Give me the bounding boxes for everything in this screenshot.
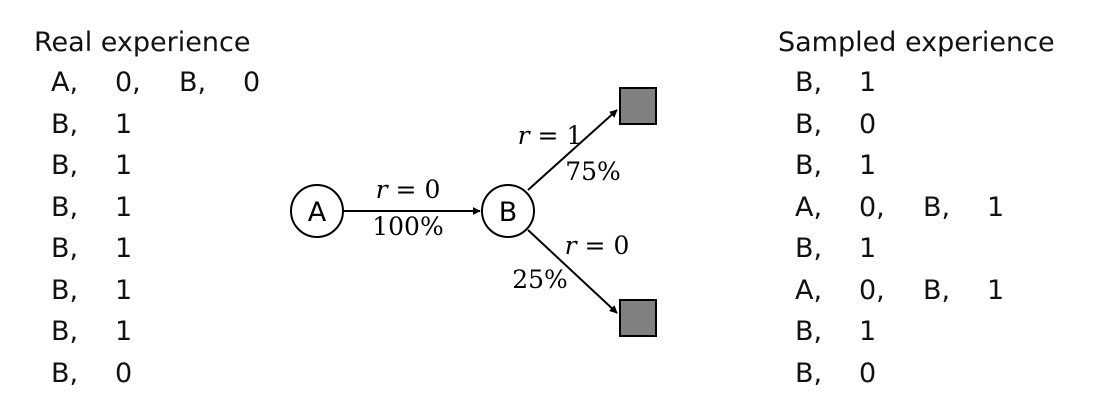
experience-token: 1 [987, 274, 1005, 306]
real-experience-title: Real experience [34, 27, 251, 58]
experience-token: B, [923, 274, 951, 306]
experience-token: B, [795, 150, 823, 181]
experience-token: A, [795, 274, 823, 306]
experience-token: B, [51, 150, 79, 181]
experience-token: 0 [859, 357, 877, 389]
experience-token: 1 [115, 316, 133, 347]
experience-token: 1 [859, 150, 877, 181]
experience-token: A, [51, 67, 79, 98]
real-experience-row: B, 1 [51, 232, 260, 274]
node-b-label: B [499, 197, 518, 228]
experience-token: 1 [115, 108, 133, 140]
edge-b-to-bottom-reward: r = 0 [565, 231, 630, 260]
sampled-experience-row: B, 1 [795, 149, 1004, 191]
experience-token: B, [795, 316, 823, 347]
experience-token: B, [923, 191, 951, 223]
sampled-experience-row: B, 1 [795, 66, 1004, 108]
sampled-experience-row: B, 0 [795, 357, 1004, 399]
terminal-square-bottom [619, 299, 657, 337]
experience-token: B, [51, 316, 79, 347]
real-experience-row: A, 0, B, 0 [51, 66, 260, 108]
sampled-experience-row: B, 0 [795, 108, 1004, 150]
real-experience-row: B, 1 [51, 274, 260, 316]
experience-token: B, [795, 233, 823, 264]
sampled-experience-row: B, 1 [795, 232, 1004, 274]
experience-token: 1 [115, 191, 133, 223]
experience-token: 0 [859, 108, 877, 140]
experience-token: B, [795, 357, 823, 389]
experience-token: 0, [859, 191, 885, 223]
experience-token: B, [51, 357, 79, 389]
node-a: A [290, 184, 344, 238]
experience-token: 1 [859, 316, 877, 347]
experience-token: 1 [859, 233, 877, 264]
experience-token: B, [51, 108, 79, 140]
edge-a-to-b-reward: r = 0 [376, 175, 441, 204]
experience-token: 0 [115, 357, 133, 389]
experience-token: A, [795, 191, 823, 223]
terminal-square-top [619, 87, 657, 125]
experience-token: 1 [115, 150, 133, 181]
sampled-experience-row: A, 0, B, 1 [795, 191, 1004, 233]
edge-b-to-bottom-terminal [527, 229, 618, 314]
experience-token: B, [179, 67, 207, 98]
edge-a-to-b-probability: 100% [372, 212, 443, 241]
real-experience-row: B, 1 [51, 191, 260, 233]
experience-token: 1 [987, 191, 1005, 223]
real-experience-row: B, 1 [51, 149, 260, 191]
real-experience-row: B, 0 [51, 357, 260, 399]
sampled-experience-row: A, 0, B, 1 [795, 274, 1004, 316]
real-experience-row: B, 1 [51, 108, 260, 150]
real-experience-row: B, 1 [51, 315, 260, 357]
edge-b-to-bottom-probability: 25% [512, 265, 568, 294]
edge-b-to-top-probability: 75% [565, 157, 621, 186]
experience-token: 1 [115, 274, 133, 306]
sampled-experience-row: B, 1 [795, 315, 1004, 357]
node-b: B [481, 184, 535, 238]
mdp-diagram: A B r = 0 100% r = 1 75% r = 0 25% [290, 87, 657, 337]
experience-token: 0 [243, 67, 261, 98]
experience-token: 0, [859, 274, 885, 306]
experience-token: B, [795, 67, 823, 98]
experience-token: B, [51, 191, 79, 223]
edge-b-to-top-reward: r = 1 [518, 121, 583, 150]
experience-token: B, [795, 108, 823, 140]
experience-token: 0, [115, 67, 141, 98]
experience-token: 1 [115, 233, 133, 264]
sampled-experience-title: Sampled experience [778, 27, 1055, 58]
node-a-label: A [308, 197, 327, 228]
edge-b-to-top-terminal [527, 109, 618, 191]
experience-token: B, [51, 274, 79, 306]
experience-token: 1 [859, 67, 877, 98]
experience-token: B, [51, 233, 79, 264]
